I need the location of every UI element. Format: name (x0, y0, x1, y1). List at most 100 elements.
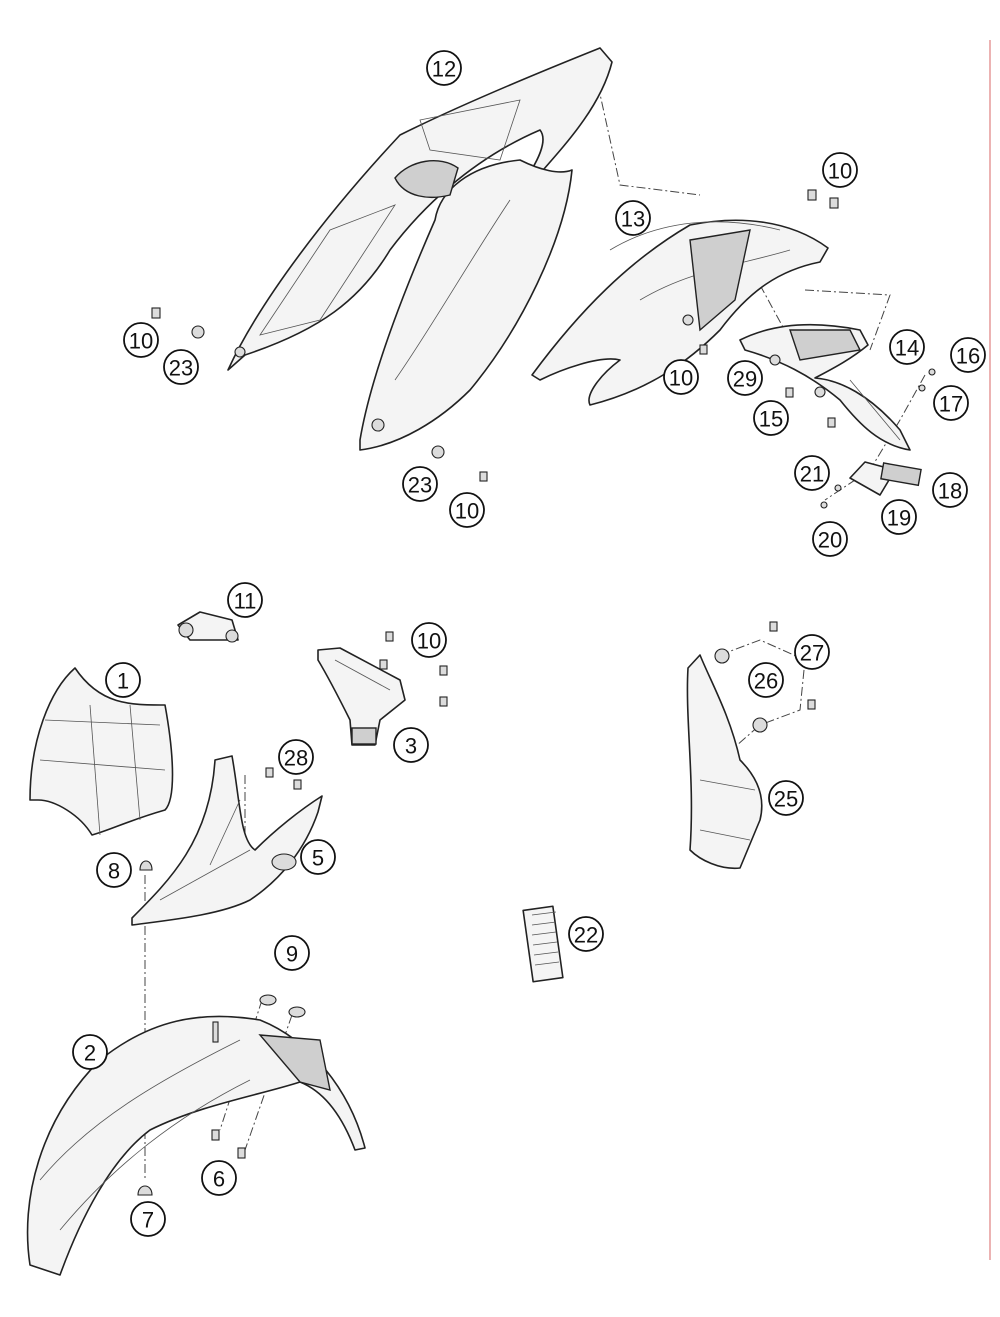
callout-12: 12 (426, 50, 462, 86)
callout-22: 22 (568, 916, 604, 952)
callout-circle (300, 839, 336, 875)
callout-number: 12 (432, 57, 456, 82)
callout-23: 23 (163, 349, 199, 385)
callout-number: 10 (417, 629, 441, 654)
callout-number: 15 (759, 407, 783, 432)
callout-21: 21 (794, 455, 830, 491)
callout-circle (615, 200, 651, 236)
callout-number: 10 (455, 499, 479, 524)
callout-circle (950, 337, 986, 373)
headlight-mask-1 (29, 667, 174, 836)
callout-number: 21 (800, 462, 824, 487)
callout-circle (123, 322, 159, 358)
callout-number: 5 (312, 846, 324, 871)
callout-number: 3 (405, 734, 417, 759)
callout-number: 19 (887, 506, 911, 531)
callout-number: 27 (800, 641, 824, 666)
front-number-plate-5 (131, 755, 323, 926)
callout-15: 15 (753, 400, 789, 436)
callout-3: 3 (393, 727, 429, 763)
callout-number: 22 (574, 923, 598, 948)
callout-circle (794, 634, 830, 670)
callout-circle (663, 359, 699, 395)
callout-circle (278, 739, 314, 775)
callout-11: 11 (227, 582, 263, 618)
callout-number: 28 (284, 746, 308, 771)
license-plate-holder-14 (739, 324, 911, 451)
callout-circle (889, 329, 925, 365)
callout-number: 18 (938, 479, 962, 504)
rear-fender-13 (531, 219, 829, 406)
front-fender-2 (26, 1015, 366, 1276)
callout-circle (105, 662, 141, 698)
callout-number: 10 (828, 159, 852, 184)
callout-16: 16 (950, 337, 986, 373)
callout-circle (402, 466, 438, 502)
callout-7: 7 (130, 1201, 166, 1237)
callout-number: 17 (939, 392, 963, 417)
callout-circle (163, 349, 199, 385)
callout-9: 9 (274, 935, 310, 971)
callout-number: 13 (621, 207, 645, 232)
callout-23: 23 (402, 466, 438, 502)
callout-number: 11 (234, 589, 257, 614)
filter-strip-22 (522, 905, 564, 983)
callout-number: 20 (818, 528, 842, 553)
light-mount-11 (177, 611, 239, 643)
callout-circle (72, 1034, 108, 1070)
callout-circle (768, 780, 804, 816)
callout-number: 23 (408, 473, 432, 498)
callout-circle (227, 582, 263, 618)
callout-circle (794, 455, 830, 491)
callout-10: 10 (822, 152, 858, 188)
callout-28: 28 (278, 739, 314, 775)
callout-10: 10 (411, 622, 447, 658)
callout-circle (933, 385, 969, 421)
callout-17: 17 (933, 385, 969, 421)
headlight-bracket-3 (317, 647, 406, 746)
callout-circle (274, 935, 310, 971)
radiator-shroud-25 (686, 654, 763, 870)
callout-circle (130, 1201, 166, 1237)
callout-number: 25 (774, 787, 798, 812)
callout-circle (932, 472, 968, 508)
callout-number: 2 (84, 1041, 96, 1066)
callout-circle (822, 152, 858, 188)
callout-10: 10 (663, 359, 699, 395)
callout-circle (426, 50, 462, 86)
callout-8: 8 (96, 852, 132, 888)
callout-circle (393, 727, 429, 763)
callout-circle (727, 360, 763, 396)
callout-number: 26 (754, 669, 778, 694)
callout-number: 29 (733, 367, 757, 392)
callout-10: 10 (449, 492, 485, 528)
callout-number: 1 (117, 669, 129, 694)
seat-side-panel-12 (227, 47, 613, 451)
callout-19: 19 (881, 499, 917, 535)
callout-1: 1 (105, 662, 141, 698)
callout-number: 10 (129, 329, 153, 354)
callout-circle (201, 1160, 237, 1196)
callout-labels: 1235678910101010101112131415161718192021… (72, 50, 986, 1237)
callout-number: 14 (895, 336, 919, 361)
callout-2: 2 (72, 1034, 108, 1070)
callout-20: 20 (812, 521, 848, 557)
callout-14: 14 (889, 329, 925, 365)
callout-circle (881, 499, 917, 535)
callout-5: 5 (300, 839, 336, 875)
callout-circle (96, 852, 132, 888)
callout-number: 16 (956, 344, 980, 369)
callout-number: 10 (669, 366, 693, 391)
callout-circle (568, 916, 604, 952)
callout-circle (748, 662, 784, 698)
callout-6: 6 (201, 1160, 237, 1196)
callout-number: 23 (169, 356, 193, 381)
callout-number: 8 (108, 859, 120, 884)
callout-circle (411, 622, 447, 658)
callout-27: 27 (794, 634, 830, 670)
callout-number: 7 (142, 1208, 154, 1233)
callout-circle (812, 521, 848, 557)
callout-13: 13 (615, 200, 651, 236)
callout-circle (449, 492, 485, 528)
